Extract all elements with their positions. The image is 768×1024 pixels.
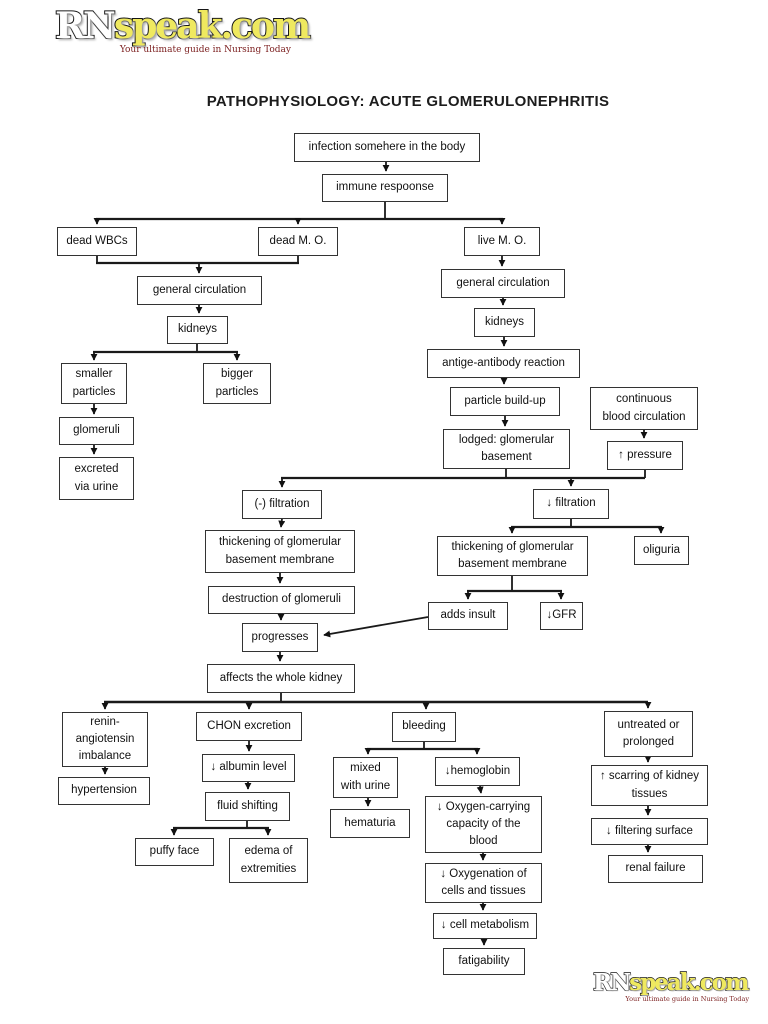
node-puffy-face: puffy face [135,838,214,866]
node-decreased-albumin-level: ↓ albumin level [202,754,295,782]
node-mixed-with-urine: mixed with urine [333,757,398,798]
node-fluid-shifting: fluid shifting [205,792,290,821]
logo-speak-text-footer: speak.com [628,969,750,996]
node-infection: infection somehere in the body [294,133,480,162]
node-affects-whole-kidney: affects the whole kidney [207,664,355,693]
node-oliguria: oliguria [634,536,689,565]
node-immune-response: immune respoonse [322,174,448,202]
node-bleeding: bleeding [392,712,456,742]
node-increased-pressure: ↑ pressure [607,441,683,470]
node-particle-buildup: particle build-up [450,387,560,416]
logo-tagline: Your ultimate guide in Nursing Today [119,45,291,55]
node-oxygen-carrying-capacity: ↓ Oxygen-carrying capacity of the blood [425,796,542,853]
logo-rn-text-footer: RN [592,969,632,996]
node-excreted-via-urine: excreted via urine [59,457,134,500]
node-kidneys-left: kidneys [167,316,228,344]
rnspeak-logo-footer: RNspeak.com Your ultimate guide in Nursi… [592,969,750,1003]
node-decreased-filtration: ↓ filtration [533,489,609,519]
logo-tagline-footer: Your ultimate guide in Nursing Today [625,995,749,1003]
node-destruction-of-glomeruli: destruction of glomeruli [208,586,355,614]
node-scarring-kidney-tissues: ↑ scarring of kidney tissues [591,765,708,806]
node-fatigability: fatigability [443,948,525,975]
node-cell-metabolism: ↓ cell metabolism [433,913,537,939]
node-general-circulation-right: general circulation [441,269,565,298]
node-lodged-glomerular-basement: lodged: glomerular basement [443,429,570,469]
node-decreased-filtering-surface: ↓ filtering surface [591,818,708,845]
node-dead-wbcs: dead WBCs [57,227,137,256]
node-renal-failure: renal failure [608,855,703,883]
logo-speak-text: speak.com [113,5,312,47]
node-adds-insult: adds insult [428,602,508,630]
node-general-circulation-left: general circulation [137,276,262,305]
node-continuous-blood-circulation: continuous blood circulation [590,387,698,430]
node-glomeruli: glomeruli [59,417,134,445]
node-hypertension: hypertension [58,777,150,805]
node-smaller-particles: smaller particles [61,363,127,404]
node-kidneys-right: kidneys [474,308,535,337]
node-decreased-gfr: ↓GFR [540,602,583,630]
node-live-mo: live M. O. [464,227,540,256]
node-progresses: progresses [242,623,318,652]
node-negative-filtration: (-) filtration [242,490,322,519]
node-chon-excretion: CHON excretion [196,712,302,741]
node-thickening-right: thickening of glomerular basement membra… [437,536,588,576]
node-untreated-or-prolonged: untreated or prolonged [604,711,693,757]
node-dead-mo: dead M. O. [258,227,338,256]
node-decreased-hemoglobin: ↓hemoglobin [435,757,520,786]
logo-rn-text: RN [54,5,117,47]
node-antigen-antibody-reaction: antige-antibody reaction [427,349,580,378]
node-bigger-particles: bigger particles [203,363,271,404]
node-edema-of-extremities: edema of extremities [229,838,308,883]
node-thickening-left: thickening of glomerular basement membra… [205,530,355,573]
node-renin-angiotensin-imbalance: renin- angiotensin imbalance [62,712,148,767]
rnspeak-wordmark-footer: RNspeak.com [592,969,750,996]
node-oxygenation-cells-tissues: ↓ Oxygenation of cells and tissues [425,863,542,903]
node-hematuria: hematuria [330,809,410,838]
rnspeak-logo: RNspeak.com Your ultimate guide in Nursi… [54,5,312,55]
rnspeak-wordmark: RNspeak.com [54,5,312,47]
page-title: PATHOPHYSIOLOGY: ACUTE GLOMERULONEPHRITI… [206,93,610,110]
